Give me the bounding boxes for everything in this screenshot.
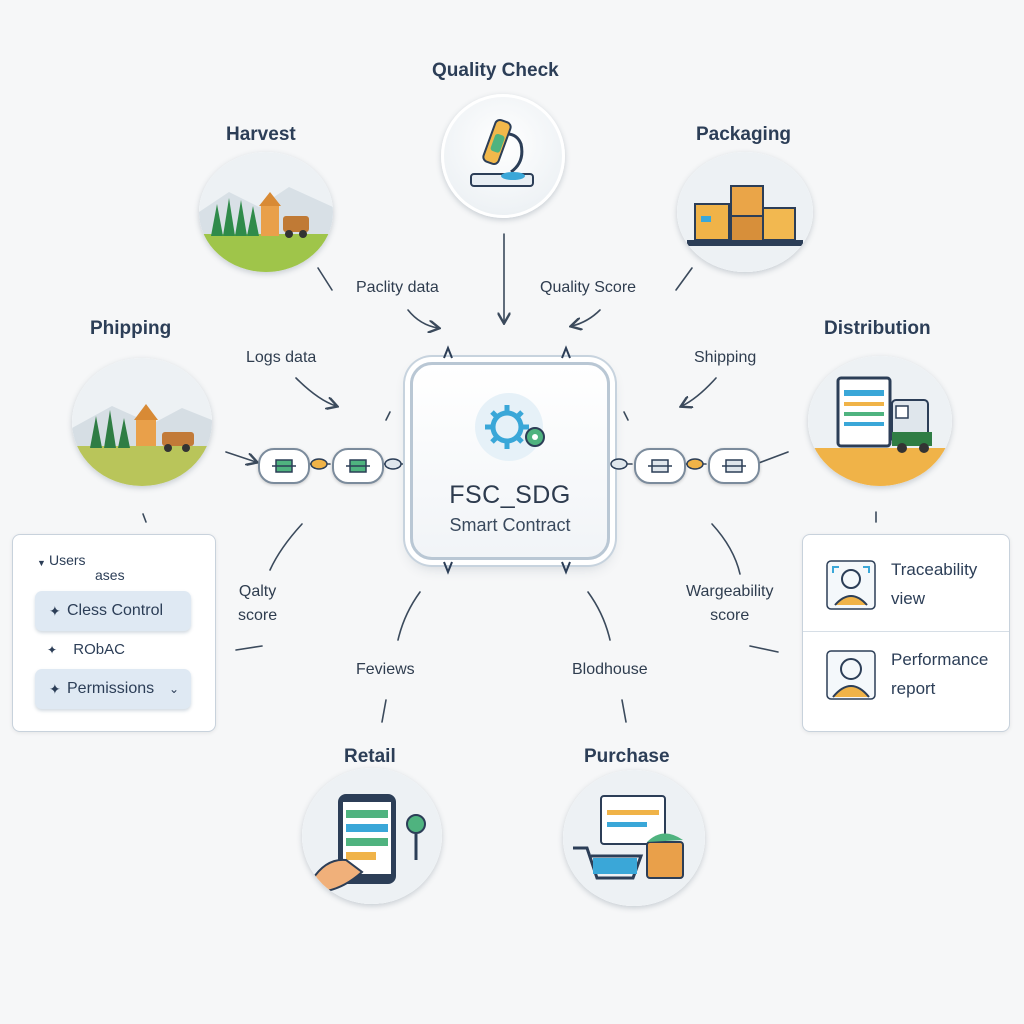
block-icon bbox=[272, 459, 296, 473]
retail-circle[interactable] bbox=[302, 768, 442, 904]
block-node-right-1[interactable] bbox=[634, 448, 686, 484]
arrow-harvest-2 bbox=[407, 309, 438, 328]
arrow-packaging-2 bbox=[572, 309, 601, 326]
hub-corner-ticks bbox=[443, 345, 571, 575]
permissions-dropdown[interactable]: ✦ Permissions ⌄ bbox=[35, 669, 191, 709]
phone-shopping-icon bbox=[302, 768, 442, 904]
shipping-circle[interactable] bbox=[72, 358, 212, 486]
arrow-purchase bbox=[587, 591, 611, 641]
hub-title: FSC_SDG bbox=[449, 481, 571, 509]
block-icon bbox=[346, 459, 370, 473]
boxes-icon bbox=[677, 152, 813, 272]
access-control-label: Cless Control bbox=[67, 602, 164, 619]
chain-link-icon bbox=[610, 458, 628, 470]
stage-title-shipping: Phipping bbox=[90, 318, 172, 339]
edge-label-shipping: Logs data bbox=[246, 349, 317, 366]
traceability-label: Traceability view bbox=[891, 560, 978, 608]
smart-contract-hub[interactable]: FSC_SDG Smart Contract bbox=[410, 362, 610, 560]
arrow-left-score bbox=[269, 523, 303, 571]
user-icon bbox=[825, 649, 877, 701]
permissions-label: Permissions bbox=[67, 680, 155, 697]
stage-title-purchase: Purchase bbox=[584, 746, 670, 767]
edge-label-purchase: Blodhouse bbox=[572, 661, 648, 678]
arrow-packaging bbox=[675, 267, 693, 291]
block-node-left-2[interactable] bbox=[332, 448, 384, 484]
block-icon bbox=[722, 459, 746, 473]
reports-panel: Traceability view Performance report bbox=[802, 534, 1010, 732]
stage-title-packaging: Packaging bbox=[696, 124, 792, 145]
block-icon bbox=[648, 459, 672, 473]
arrow-distribution bbox=[682, 377, 717, 406]
forest-icon bbox=[199, 152, 333, 272]
gear-icon bbox=[475, 393, 545, 461]
cart-icon bbox=[563, 770, 705, 906]
access-control-panel: ▼ Users ases ✦ Cless Control ✦ RObAC ✦ P… bbox=[12, 534, 216, 732]
edge-label-harvest: Paclity data bbox=[356, 279, 439, 296]
chain-link-icon bbox=[686, 458, 704, 470]
stage-title-distribution: Distribution bbox=[824, 318, 931, 339]
hub-subtitle: Smart Contract bbox=[449, 515, 571, 535]
arrow-harvest bbox=[317, 267, 333, 291]
distribution-circle[interactable] bbox=[808, 356, 952, 486]
microscope-icon bbox=[470, 118, 534, 187]
plus-icon: ✦ bbox=[47, 643, 58, 657]
edge-label-retail: Feviews bbox=[356, 661, 415, 678]
arrow-shipping bbox=[295, 377, 336, 406]
stage-title-quality-check: Quality Check bbox=[432, 60, 559, 81]
chain-link-icon bbox=[384, 458, 402, 470]
quality-check-circle[interactable] bbox=[441, 94, 565, 218]
users-label: Users bbox=[49, 552, 86, 568]
plus-icon: ✦ bbox=[49, 681, 61, 697]
forest-truck-icon bbox=[72, 358, 212, 486]
cases-label: ases bbox=[95, 567, 125, 583]
block-node-left-1[interactable] bbox=[258, 448, 310, 484]
chain-left-link bbox=[225, 451, 256, 462]
users-header: ▼ Users bbox=[37, 552, 86, 568]
edge-label-left-score: Qalty score bbox=[238, 583, 278, 624]
rbac-item[interactable]: ✦ RObAC bbox=[47, 641, 125, 658]
plus-icon: ✦ bbox=[49, 603, 61, 619]
edge-label-quality: Quality Score bbox=[540, 279, 637, 296]
user-icon bbox=[825, 559, 877, 611]
access-control-button[interactable]: ✦ Cless Control bbox=[35, 591, 191, 631]
stage-title-harvest: Harvest bbox=[226, 124, 296, 145]
edge-label-right-score: Wargeability score bbox=[686, 583, 774, 624]
truck-dashboard-icon bbox=[808, 356, 952, 486]
harvest-circle[interactable] bbox=[199, 152, 333, 272]
performance-label: Performance report bbox=[891, 650, 989, 698]
arrow-retail bbox=[397, 591, 421, 641]
chevron-down-icon: ▼ bbox=[37, 558, 46, 568]
edge-label-distribution: Shipping bbox=[694, 349, 757, 366]
rbac-label: RObAC bbox=[73, 641, 125, 658]
chevron-down-icon: ⌄ bbox=[169, 682, 180, 696]
purchase-circle[interactable] bbox=[563, 770, 705, 906]
stage-title-retail: Retail bbox=[344, 746, 396, 767]
arrow-right-score bbox=[711, 523, 741, 575]
chain-link-icon bbox=[310, 458, 328, 470]
packaging-circle[interactable] bbox=[677, 152, 813, 272]
traceability-row[interactable]: Traceability view bbox=[803, 535, 1009, 632]
block-node-right-2[interactable] bbox=[708, 448, 760, 484]
performance-row[interactable]: Performance report bbox=[803, 633, 1009, 729]
